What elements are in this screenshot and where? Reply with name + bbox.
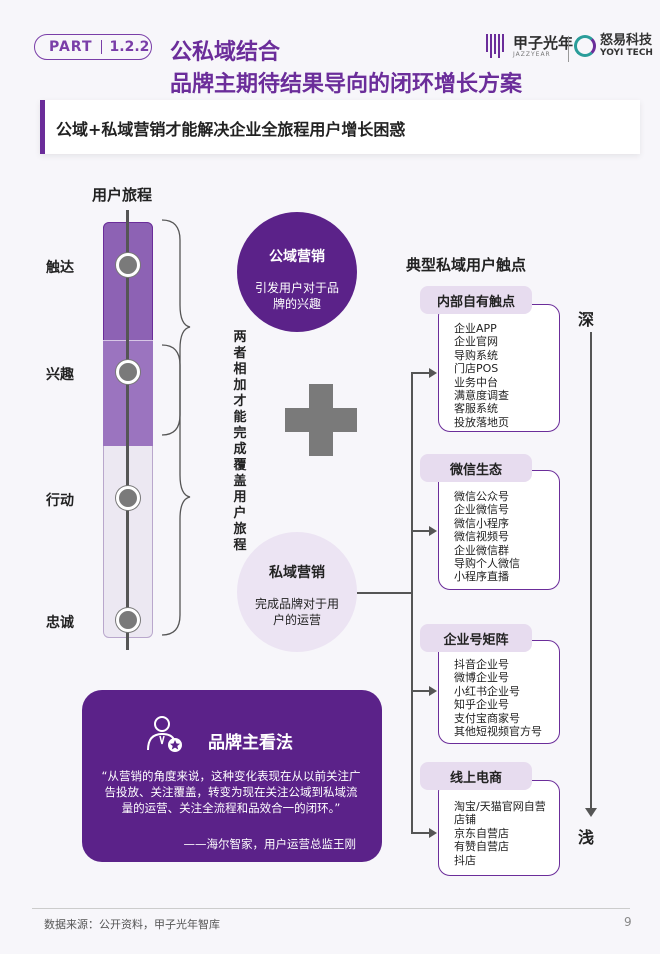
depth-label-shallow: 浅: [578, 828, 595, 847]
group-label-matrix: 企业号矩阵: [420, 624, 532, 652]
list-item: 其他短视频官方号: [454, 725, 542, 739]
logo1-sub: JAZZYEAR: [513, 50, 551, 58]
list-item: 满意度调查: [454, 389, 509, 403]
list-item: 企业微信号: [454, 503, 509, 517]
logo2-name: 怒易科技: [600, 33, 653, 48]
stage-dot-loyalty: [116, 608, 140, 632]
list-item: 企业官网: [454, 335, 498, 349]
logo2-sub: YOYI TECH: [600, 48, 653, 58]
subtitle: 公域+私域营销才能解决企业全旅程用户增长困惑: [56, 120, 406, 139]
coverage-note: 两者相加才能完成覆盖用户旅程: [233, 330, 247, 553]
opinion-box: [82, 690, 382, 862]
logo-divider: [568, 36, 569, 62]
footer-divider: [32, 908, 630, 909]
list-item: 有赞自营店: [454, 840, 509, 854]
person-badge-icon: [147, 716, 182, 752]
connector-group-4: [411, 832, 431, 834]
stage-label-reach: 触达: [46, 260, 74, 276]
journey-title: 用户旅程: [92, 186, 153, 204]
part-label: PART: [49, 39, 93, 55]
connector-group-1: [411, 372, 431, 374]
page-number: 9: [624, 915, 632, 929]
list-item: 小红书企业号: [454, 684, 520, 698]
connector-private: [357, 592, 411, 594]
list-item: 抖店: [454, 853, 476, 867]
stage-label-interest: 兴趣: [46, 367, 74, 383]
list-item: 投放落地页: [454, 415, 509, 429]
arrow-right-icon: [429, 526, 437, 536]
connector-trunk: [411, 372, 413, 832]
group-label-owned: 内部自有触点: [420, 286, 532, 314]
arrow-right-icon: [429, 368, 437, 378]
connector-group-3: [411, 690, 431, 692]
list-item: 抖音企业号: [454, 658, 509, 671]
group-items-wechat: 微信公众号 企业微信号 微信小程序 微信视频号 企业微信群 导购个人微信 小程序…: [454, 490, 520, 584]
list-item: 京东自营店: [454, 826, 509, 840]
group-items-owned: 企业APP 企业官网 导购系统 门店POS 业务中台 满意度调查 客服系统 投放…: [454, 322, 509, 429]
list-item: 企业APP: [454, 322, 497, 335]
stage-dot-interest: [116, 360, 140, 384]
group-items-matrix: 抖音企业号 微博企业号 小红书企业号 知乎企业号 支付宝商家号 其他短视频官方号: [454, 658, 542, 738]
jazzyear-mark-icon: [486, 34, 504, 58]
opinion-quote: “从营销的角度来说，这种变化表现在从以前关注广告投放、关注覆盖，转变为现在关注公…: [101, 769, 361, 815]
list-item: 门店POS: [454, 362, 499, 376]
group-box-owned: [438, 304, 560, 432]
list-item: 微信视频号: [454, 530, 509, 544]
list-item: 客服系统: [454, 402, 498, 416]
list-item: 店铺: [454, 813, 476, 827]
group-box-matrix: [438, 640, 560, 744]
list-item: 微信小程序: [454, 516, 509, 530]
public-title: 公域营销: [269, 249, 325, 265]
jazzyear-logo: 甲子光年 JAZZYEAR: [485, 32, 573, 60]
stage-dot-action: [116, 486, 140, 510]
list-item: 知乎企业号: [454, 698, 509, 712]
part-divider: [100, 40, 102, 54]
section-number: 1.2.2: [109, 39, 150, 55]
journey-braces: [161, 219, 191, 636]
brace-private: [161, 344, 191, 636]
private-desc: 完成品牌对于用户的运营: [255, 597, 340, 627]
page-title-line1: 公私域结合: [170, 40, 281, 65]
stage-label-loyalty: 忠诚: [46, 615, 74, 631]
list-item: 导购个人微信: [454, 557, 520, 571]
list-item: 小程序直播: [454, 570, 509, 584]
depth-axis: [590, 332, 592, 812]
stage-label-action: 行动: [46, 493, 74, 509]
list-item: 导购系统: [454, 348, 498, 362]
list-item: 淘宝/天猫官网自营: [454, 800, 546, 813]
brace-public: [161, 219, 191, 436]
group-label-wechat: 微信生态: [420, 454, 532, 482]
footer-source: 数据来源：公开资料，甲子光年智库: [44, 918, 220, 931]
public-desc: 引发用户对于品牌的兴趣: [255, 281, 340, 311]
list-item: 支付宝商家号: [454, 711, 520, 725]
plus-icon-bar: [285, 408, 357, 432]
list-item: 业务中台: [454, 375, 498, 389]
group-box-ecommerce: [438, 780, 560, 876]
public-marketing-circle: 公域营销 引发用户对于品牌的兴趣: [237, 212, 357, 332]
arrow-down-icon: [585, 808, 597, 817]
yoyi-logo: 怒易科技 YOYI TECH: [574, 34, 653, 58]
subtitle-bar: [40, 100, 640, 154]
yoyi-mark-icon: [574, 35, 596, 57]
list-item: 企业微信群: [454, 543, 509, 557]
logo1-name: 甲子光年: [513, 33, 574, 52]
part-badge: PART 1.2.2: [34, 34, 152, 60]
opinion-title: 品牌主看法: [208, 733, 293, 753]
opinion-source: ——海尔智家，用户运营总监王刚: [183, 837, 357, 851]
private-title: 私域营销: [269, 565, 325, 581]
group-box-wechat: [438, 470, 560, 590]
depth-label-deep: 深: [578, 310, 595, 329]
list-item: 微博企业号: [454, 671, 509, 685]
list-item: 微信公众号: [454, 490, 509, 503]
arrow-right-icon: [429, 686, 437, 696]
connector-group-2: [411, 530, 431, 532]
private-marketing-circle: 私域营销 完成品牌对于用户的运营: [237, 532, 357, 652]
group-items-ecommerce: 淘宝/天猫官网自营 店铺 京东自营店 有赞自营店 抖店: [454, 800, 546, 867]
touchpoints-title: 典型私域用户触点: [406, 256, 527, 274]
stage-dot-reach: [116, 253, 140, 277]
page-title-line2: 品牌主期待结果导向的闭环增长方案: [170, 72, 523, 97]
arrow-right-icon: [429, 828, 437, 838]
journey-axis: [126, 210, 129, 650]
group-label-ecommerce: 线上电商: [420, 762, 532, 790]
